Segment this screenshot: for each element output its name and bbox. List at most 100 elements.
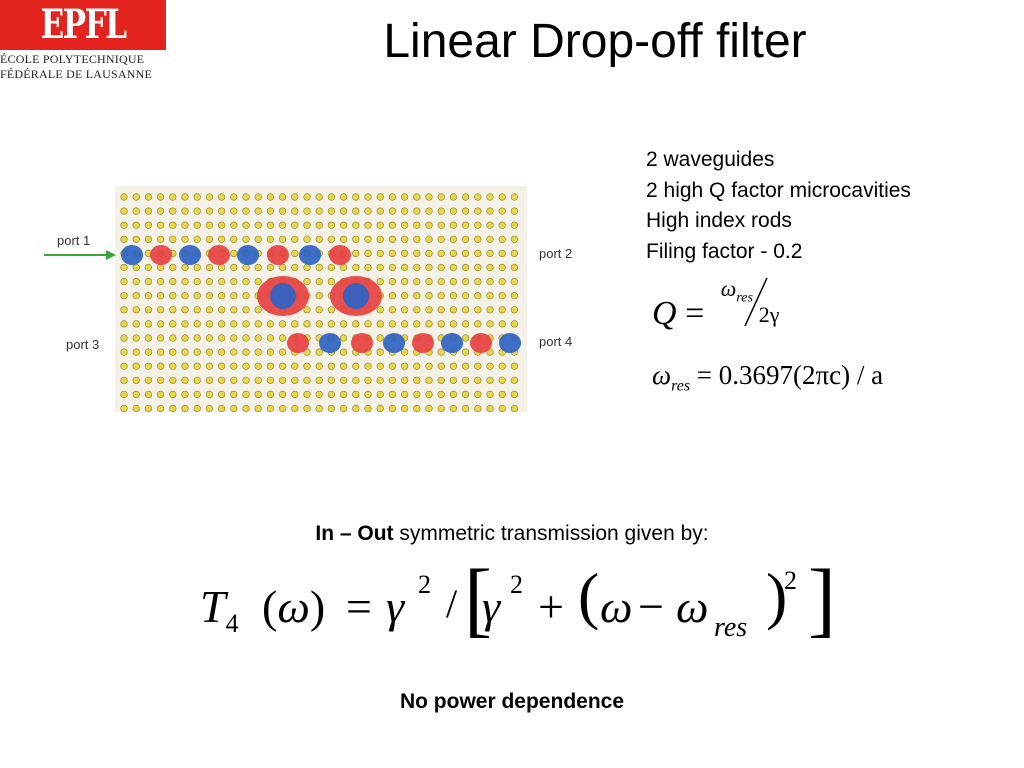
dielectric-rod (169, 277, 177, 286)
field-lobe (319, 333, 341, 353)
dielectric-rod (437, 193, 445, 201)
dielectric-rod (120, 306, 128, 314)
dielectric-rod (303, 193, 311, 201)
dielectric-rod (218, 376, 226, 384)
dielectric-rod (388, 235, 397, 243)
dielectric-rod (279, 404, 287, 413)
dielectric-rod (205, 263, 213, 272)
dielectric-rod (327, 193, 336, 201)
dielectric-rod (352, 390, 360, 398)
left-bracket: [ (464, 553, 492, 646)
t-symbol: T (200, 581, 226, 632)
dielectric-rod (156, 376, 165, 384)
dielectric-rod (169, 292, 177, 300)
dielectric-rod (254, 221, 262, 229)
dielectric-rod (449, 320, 458, 328)
logo-text-line-1: ÉCOLE POLYTECHNIQUE (0, 52, 145, 66)
dielectric-rod (352, 193, 360, 201)
dielectric-rod (279, 221, 287, 229)
dielectric-rod (193, 404, 201, 413)
dielectric-rod (291, 235, 299, 243)
dielectric-rod (510, 362, 519, 370)
dielectric-rod (303, 221, 311, 229)
dielectric-rod (279, 348, 287, 356)
dielectric-rod (376, 348, 384, 356)
dielectric-rod (266, 207, 274, 215)
dielectric-rod (327, 207, 336, 215)
dielectric-rod (510, 292, 519, 300)
dielectric-rod (120, 334, 128, 342)
right-bracket: ] (808, 553, 836, 646)
dielectric-rod (279, 263, 287, 272)
dielectric-rod (218, 277, 226, 286)
dielectric-rod (242, 263, 250, 272)
equals-sign: = (696, 360, 713, 390)
field-lobe (329, 245, 351, 265)
dielectric-rod (266, 193, 274, 201)
dielectric-rod (340, 193, 348, 201)
port-3-label: port 3 (66, 337, 100, 352)
dielectric-rod (315, 404, 323, 413)
dielectric-rod (120, 404, 128, 413)
dielectric-rod (144, 235, 152, 243)
dielectric-rod (364, 362, 372, 370)
dielectric-rod (230, 404, 238, 413)
dielectric-rod (120, 348, 128, 356)
dielectric-rod (388, 306, 397, 314)
dielectric-rod (462, 376, 470, 384)
dielectric-rod (364, 320, 372, 328)
dielectric-rod (327, 306, 336, 314)
dielectric-rod (144, 404, 152, 413)
logo-red-box (0, 0, 166, 50)
dielectric-rod (132, 263, 140, 272)
dielectric-rod (486, 193, 494, 201)
dielectric-rod (437, 207, 445, 215)
dielectric-rod (376, 362, 384, 370)
footer-note: No power dependence (399, 690, 625, 713)
dielectric-rod (510, 306, 519, 314)
dielectric-rod (242, 221, 250, 229)
dielectric-rod (315, 193, 323, 201)
dielectric-rod (181, 263, 189, 272)
dielectric-rod (169, 306, 177, 314)
dielectric-rod (486, 320, 494, 328)
dielectric-rod (449, 249, 458, 257)
dielectric-rod (510, 390, 519, 398)
field-lobe (287, 333, 309, 353)
dielectric-rod (449, 235, 458, 243)
dielectric-rod (254, 376, 262, 384)
dielectric-rod (486, 306, 494, 314)
dielectric-rod (340, 376, 348, 384)
dielectric-rod (291, 362, 299, 370)
dielectric-rod (486, 263, 494, 272)
dielectric-rod (425, 207, 433, 215)
dielectric-rod (413, 376, 421, 384)
dielectric-rod (376, 334, 384, 342)
dielectric-rod (364, 235, 372, 243)
feature-item: 2 high Q factor microcavities (646, 178, 911, 202)
dielectric-rod (132, 277, 140, 286)
dielectric-rod (230, 193, 238, 201)
dielectric-rod (144, 362, 152, 370)
dielectric-rod (352, 249, 360, 257)
logo-text-line-2: FÉDÉRALE DE LAUSANNE (0, 67, 152, 81)
dielectric-rod (376, 306, 384, 314)
dielectric-rod (462, 306, 470, 314)
dielectric-rod (205, 235, 213, 243)
dielectric-rod (413, 292, 421, 300)
dielectric-rod (303, 390, 311, 398)
dielectric-rod (181, 348, 189, 356)
dielectric-rod (303, 320, 311, 328)
dielectric-rod (120, 263, 128, 272)
dielectric-rod (388, 221, 397, 229)
dielectric-rod (388, 376, 397, 384)
dielectric-rod (242, 292, 250, 300)
field-lobe (237, 245, 259, 265)
dielectric-rod (120, 235, 128, 243)
dielectric-rod (291, 249, 299, 257)
dielectric-rod (376, 390, 384, 398)
plus-sign: + (538, 581, 564, 632)
dielectric-rod (474, 376, 482, 384)
dielectric-rod (132, 292, 140, 300)
field-lobe (150, 245, 172, 265)
